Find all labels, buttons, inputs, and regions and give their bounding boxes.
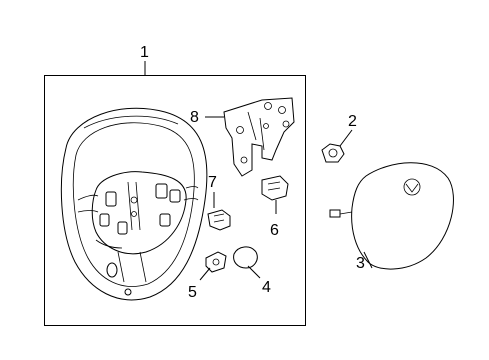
control-switch-icon [207,209,231,231]
switch-icon [205,251,227,273]
callout-6: 6 [270,222,279,239]
callout-1: 1 [140,44,149,61]
callout-8: 8 [190,109,199,126]
bracket-icon [223,97,295,177]
callout-5: 5 [188,284,197,301]
assembly-frame [44,75,306,326]
callout-7: 7 [208,174,217,191]
steering-wheel-icon [60,107,208,301]
nut-icon [321,143,345,163]
leader-4 [247,265,261,279]
callout-4: 4 [262,279,271,296]
leader-5 [199,267,211,281]
airbag-module-icon [329,162,454,270]
leader-3 [363,251,373,269]
switch-cap-icon [233,246,258,269]
leader-2 [339,129,353,147]
callout-3: 3 [356,255,365,272]
control-switch-icon [261,175,289,201]
callout-2: 2 [348,113,357,130]
